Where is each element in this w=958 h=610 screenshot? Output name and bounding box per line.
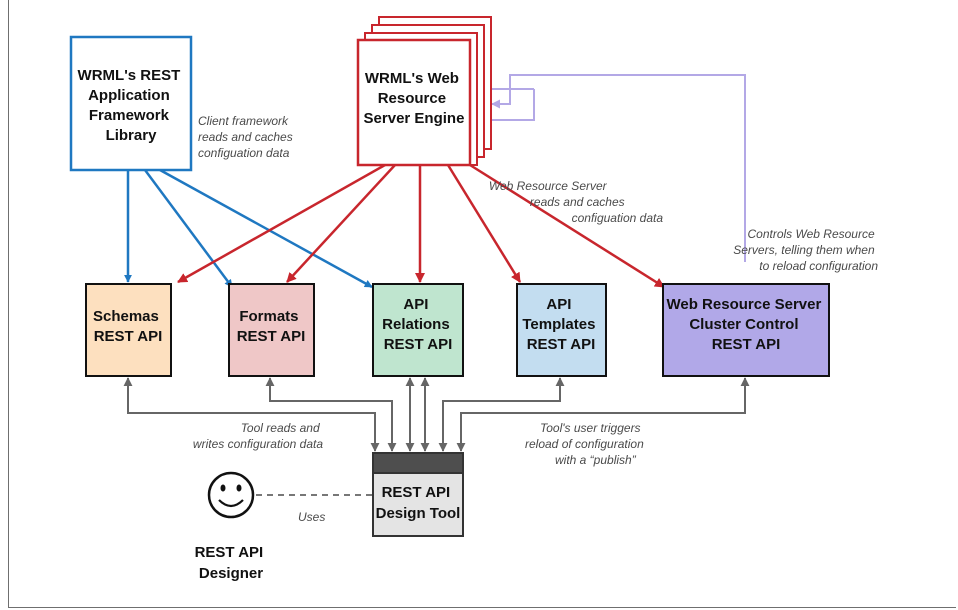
schemas-line-1: Schemas <box>93 308 159 325</box>
formats-line-2: REST API <box>237 328 306 345</box>
svg-text:API Relations REST: API Relations REST API <box>382 296 454 353</box>
server-engine-line-2: Resource <box>378 90 446 107</box>
uses-connector: Uses <box>256 494 373 524</box>
tool-connectors <box>123 377 750 452</box>
relations-api-node: API Relations REST API <box>372 283 464 377</box>
controls-label: Controls Web Resource Servers, telling t… <box>733 227 878 273</box>
design-tool-node: REST API Design Tool <box>372 452 464 537</box>
server-reads-arrows <box>177 163 665 289</box>
server-engine-line-1: WRML's Web <box>365 70 459 87</box>
server-reads-label: Web Resource Server reads and caches con… <box>489 179 663 225</box>
cluster-line-3: REST API <box>712 336 781 353</box>
templates-line-1: API <box>546 296 571 313</box>
svg-text:REST API Designer: REST API Designer <box>195 544 268 582</box>
tool-triggers-label: Tool's user triggers reload of configura… <box>525 421 647 467</box>
cluster-line-2: Cluster Control <box>689 316 798 333</box>
svg-text:Formats REST API: Formats REST API <box>237 308 306 345</box>
client-reads-arrows <box>124 168 373 289</box>
svg-text:WRML's Web Resource: WRML's Web Resource Server Engine <box>364 70 465 127</box>
design-tool-line-2: Design Tool <box>376 505 461 522</box>
cluster-line-1: Web Resource Server <box>667 296 822 313</box>
diagram-frame <box>8 0 956 608</box>
relations-line-3: REST API <box>384 336 453 353</box>
server-engine-line-3: Server Engine <box>364 110 465 127</box>
designer-line-1: REST API <box>195 544 264 561</box>
smiley-face-icon <box>207 471 255 519</box>
templates-line-2: Templates <box>522 316 595 333</box>
designer-line-2: Designer <box>199 565 263 582</box>
client-library-line-1: WRML's REST <box>78 67 181 84</box>
cluster-control-api-node: Web Resource Server Cluster Control REST… <box>662 283 830 377</box>
client-reads-label: Client framework reads and caches config… <box>198 114 296 160</box>
client-library-line-2: Application <box>88 87 170 104</box>
relations-line-2: Relations <box>382 316 450 333</box>
schemas-api-node: Schemas REST API <box>85 283 172 377</box>
client-library-line-3: Framework <box>89 107 170 124</box>
designer-node: REST API Designer <box>195 471 268 582</box>
tool-reads-label: Tool reads and writes configuration data <box>193 421 323 451</box>
client-library-node: WRML's REST Application Framework Librar… <box>69 35 193 172</box>
uses-label: Uses <box>298 510 325 524</box>
svg-text:API Templates REST: API Templates REST API <box>522 296 599 353</box>
control-feedback-connector <box>481 74 746 262</box>
formats-line-1: Formats <box>239 308 298 325</box>
templates-line-3: REST API <box>527 336 596 353</box>
svg-text:REST API Design Tool: REST API Design Tool <box>376 484 461 522</box>
formats-api-node: Formats REST API <box>228 283 315 377</box>
svg-text:Web Resource Server Clus: Web Resource Server Cluster Control REST… <box>667 296 826 353</box>
svg-text:Schemas REST API: Schemas REST API <box>93 308 163 345</box>
templates-api-node: API Templates REST API <box>516 283 607 377</box>
schemas-line-2: REST API <box>94 328 163 345</box>
svg-text:WRML's REST Application: WRML's REST Application Framework Librar… <box>78 67 185 144</box>
relations-line-1: API <box>403 296 428 313</box>
client-library-line-4: Library <box>106 127 158 144</box>
server-engine-node: WRML's Web Resource Server Engine <box>356 16 492 167</box>
design-tool-line-1: REST API <box>382 484 451 501</box>
